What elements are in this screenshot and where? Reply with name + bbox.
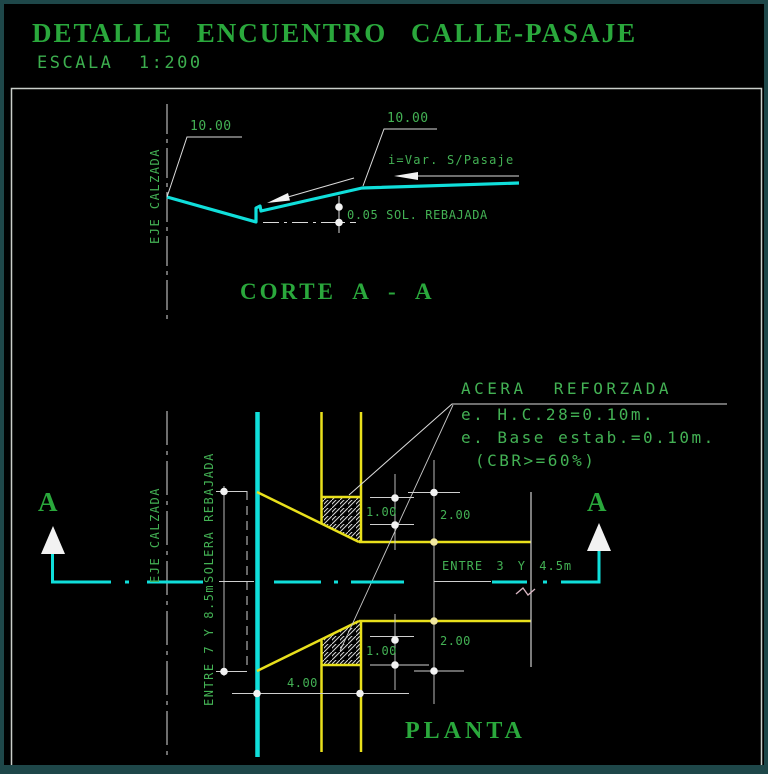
corte-heading: CORTE A - A <box>240 279 435 304</box>
drawing-title: DETALLE ENCUENTRO CALLE-PASAJE <box>32 18 638 48</box>
planta-view <box>41 403 727 759</box>
pasaje-edges <box>256 412 531 752</box>
dim-1-top: 1.00 <box>366 505 397 519</box>
annotation-line-3: (CBR>=60%) <box>475 451 597 470</box>
solera-note: 0.05 SOL. REBAJADA <box>347 208 488 222</box>
dim-1-bottom: 1.00 <box>366 644 397 658</box>
dim-10-left: 10.00 <box>190 119 232 134</box>
dim-2-bottom: 2.00 <box>440 634 471 648</box>
pavement-profile-line <box>166 181 520 224</box>
planta-heading: PLANTA <box>405 718 526 744</box>
annotation-line-2: e. Base estab.=0.10m. <box>461 428 716 447</box>
annotation-line-1: e. H.C.28=0.10m. <box>461 405 656 424</box>
solera-label: SOLERA REBAJADA <box>202 452 216 583</box>
dim-4: 4.00 <box>287 676 318 690</box>
pasaje-arrow-icon <box>394 172 418 180</box>
dim10-left-leader <box>166 136 242 198</box>
pasaje-range-label: ENTRE 3 Y 4.5m <box>442 559 573 573</box>
dim10-right-leader <box>362 128 437 187</box>
dim-2-top: 2.00 <box>440 508 471 522</box>
planta-axis-label: EJE CALZADA <box>148 487 162 583</box>
dim-node <box>335 218 343 227</box>
section-letter-right: A <box>587 487 607 517</box>
dim-10-right: 10.00 <box>387 111 429 126</box>
acera-hatch-top <box>321 497 361 542</box>
section-cut-line <box>51 551 601 584</box>
drawing-scale: ESCALA 1:200 <box>37 53 203 73</box>
section-letter-left: A <box>38 487 58 517</box>
corte-section <box>166 104 520 322</box>
drawing-canvas <box>10 87 763 765</box>
annotation-leader-top <box>348 403 727 496</box>
section-arrow-left-icon <box>41 526 65 554</box>
dim-node <box>335 203 343 211</box>
solera-range-label: ENTRE 7 Y 8.5m <box>202 583 216 706</box>
annotation-title: ACERA REFORZADA <box>461 379 672 398</box>
break-symbol-icon <box>515 587 536 596</box>
slope-arrow-icon <box>267 193 290 203</box>
dimension-nodes <box>220 487 438 698</box>
slope-label: i=Var. S/Pasaje <box>388 153 515 167</box>
drawing-frame <box>10 87 763 765</box>
section-arrow-right-icon <box>587 523 611 551</box>
acera-hatch-bottom <box>321 621 361 665</box>
corte-axis-label: EJE CALZADA <box>148 148 162 244</box>
